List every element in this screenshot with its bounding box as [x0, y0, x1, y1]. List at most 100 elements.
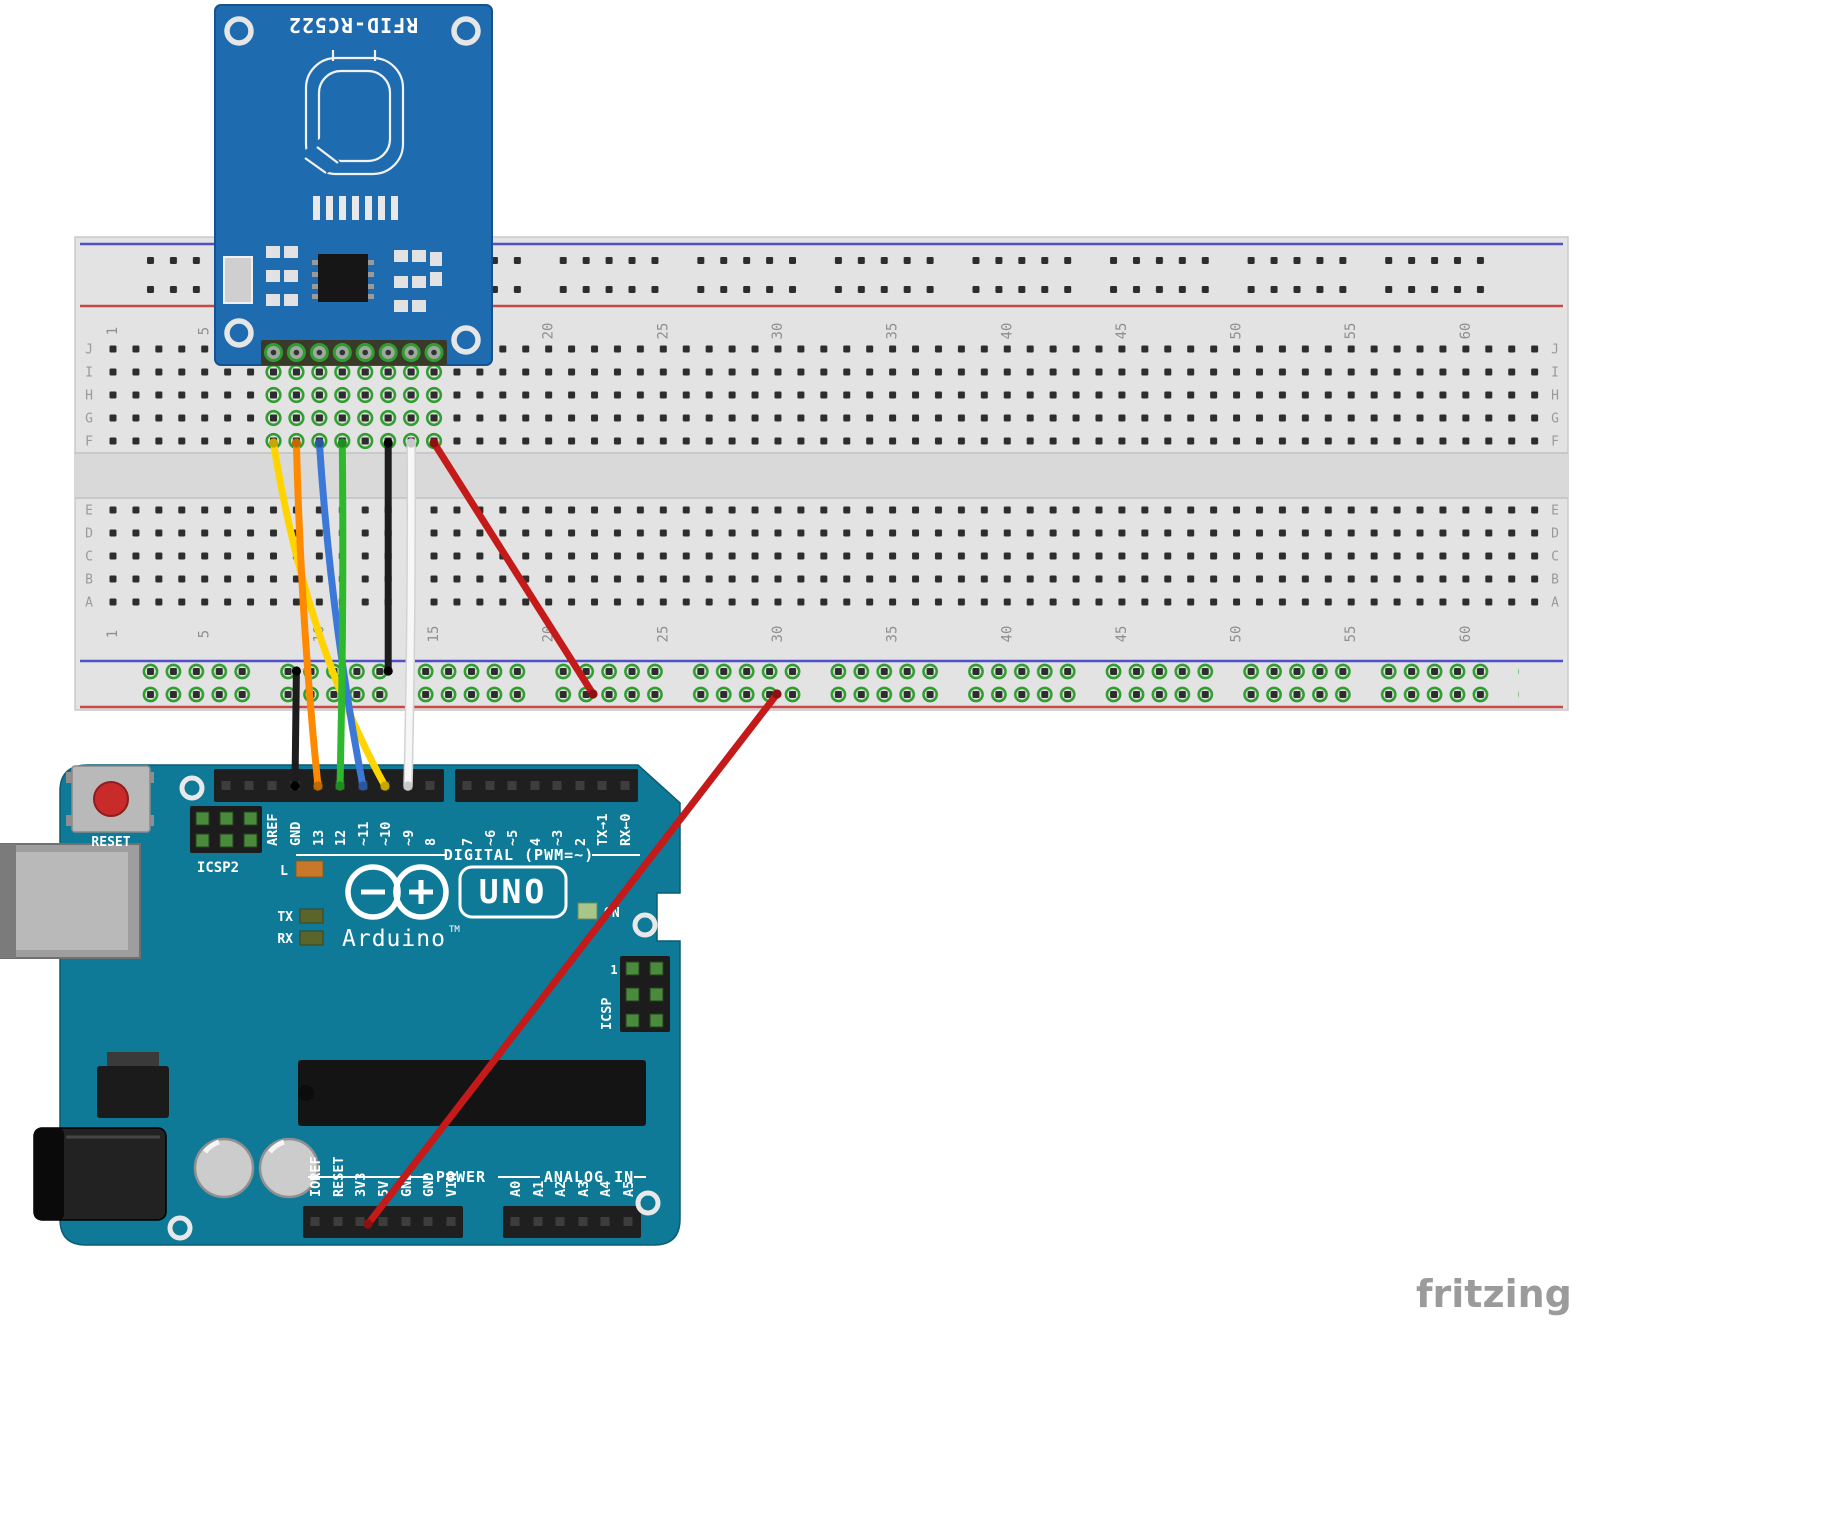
pin-label: 8 [423, 838, 439, 846]
led-l [295, 860, 324, 878]
column-label: 30 [770, 626, 786, 643]
column-label: 40 [999, 626, 1015, 643]
column-label: 1 [105, 327, 121, 335]
connector-footprint [313, 196, 398, 220]
digital-header-left[interactable] [214, 769, 444, 802]
voltage-regulator [97, 1052, 169, 1118]
antenna-coil-icon [291, 50, 405, 187]
reset-label: RESET [91, 835, 130, 850]
mounting-hole [224, 16, 254, 46]
rfid-rc522-module[interactable]: RFID-RC522 [214, 4, 493, 366]
column-label: 20 [541, 323, 557, 340]
digital-header-pin-holes [221, 781, 630, 790]
mounting-hole [224, 318, 254, 348]
row-label: C [85, 550, 93, 565]
analog-caption: ANALOG IN [544, 1168, 634, 1186]
arduino-brand-label: Arduino [342, 926, 446, 952]
digital-pin-labels: AREF GND 13 12 ~11 ~10 ~9 8 7 ~6 ~5 4 ~3… [265, 813, 634, 846]
wire-white[interactable] [404, 439, 415, 790]
wire-black-rail-to-gnd[interactable] [291, 667, 300, 790]
pin-label: AREF [265, 813, 281, 846]
icsp-pins [625, 961, 664, 1028]
column-label: 50 [1229, 626, 1245, 643]
row-label: B [85, 573, 93, 588]
led-rx-label: RX [277, 932, 293, 947]
led-on [577, 902, 598, 920]
led-tx [299, 908, 324, 924]
row-label: D [1551, 527, 1559, 542]
wire-blue[interactable] [315, 439, 367, 790]
atmega-chip-notch [298, 1085, 314, 1101]
mounting-hole [632, 912, 658, 938]
column-label: 5 [197, 327, 213, 335]
uno-badge [458, 865, 568, 919]
rfid-header-strip [261, 340, 447, 365]
row-label: H [1551, 389, 1559, 404]
column-label: 25 [655, 626, 671, 643]
mounting-hole [451, 16, 481, 46]
pin-label: A5 [621, 1181, 637, 1197]
mounting-hole [179, 775, 205, 801]
row-label: H [85, 389, 93, 404]
pin-label: A0 [508, 1181, 524, 1197]
led-l-label: L [280, 864, 288, 879]
pin-label: 12 [333, 830, 349, 846]
pin-label: A1 [531, 1181, 547, 1197]
smd-components [266, 246, 442, 312]
mounting-hole [635, 1190, 661, 1216]
column-label: 15 [426, 626, 442, 643]
wire-red-rail-to-3v3[interactable] [364, 690, 781, 1228]
column-label: 30 [770, 323, 786, 340]
icsp-pin1-label: 1 [610, 963, 617, 977]
crystal [223, 256, 253, 304]
wire-green[interactable] [336, 439, 347, 790]
mounting-hole [167, 1215, 193, 1241]
row-label: F [1551, 435, 1559, 450]
power-caption: POWER [436, 1168, 486, 1186]
column-label: 35 [885, 323, 901, 340]
digital-caption: DIGITAL (PWM=~) [444, 846, 594, 864]
pin-label: VIN [444, 1173, 460, 1197]
power-jack [33, 1127, 167, 1221]
row-letters-right: J I H G F E D C B A [1551, 343, 1559, 611]
pin-label: GND [421, 1173, 437, 1197]
pin-label: TX→1 [595, 813, 611, 846]
icsp-label: ICSP [599, 997, 615, 1030]
column-label: 55 [1343, 323, 1359, 340]
digital-header-right[interactable] [455, 769, 638, 802]
reset-button[interactable] [66, 765, 154, 833]
pin-label: A4 [598, 1181, 614, 1197]
wire-red-module-to-rail[interactable] [430, 439, 597, 698]
icsp2-pins [195, 811, 258, 848]
arduino-uno[interactable]: RESET AREF GND 13 12 ~11 ~10 ~9 8 7 ~6 [0, 764, 681, 1246]
analog-header[interactable] [503, 1206, 641, 1238]
arduino-tm-label: TM [449, 925, 460, 935]
fritzing-watermark: fritzing [1416, 1272, 1572, 1316]
led-rx [299, 930, 324, 946]
uno-model-label: UNO [479, 872, 548, 911]
column-label: 60 [1458, 626, 1474, 643]
reset-button-cap[interactable] [93, 781, 129, 817]
row-label: J [1551, 343, 1559, 358]
icsp2-label: ICSP2 [197, 860, 239, 876]
capacitor [193, 1137, 255, 1199]
column-label: 45 [1114, 323, 1130, 340]
grid-holes-bottom-block [101, 498, 1547, 614]
mounting-hole [451, 325, 481, 355]
column-label: 25 [655, 323, 671, 340]
row-label: A [85, 596, 93, 611]
row-label: E [85, 504, 93, 519]
usb-connector [0, 843, 141, 959]
pin-label: 7 [460, 838, 476, 846]
wire-yellow[interactable] [270, 439, 389, 790]
bottom-header-pin-holes [310, 1217, 633, 1226]
wire-orange[interactable] [292, 439, 322, 790]
wires [268, 438, 782, 1229]
rfid-header-pins [264, 343, 444, 362]
column-label: 45 [1114, 626, 1130, 643]
row-label: E [1551, 504, 1559, 519]
column-label: 40 [999, 323, 1015, 340]
row-label: I [85, 366, 93, 381]
column-label: 35 [885, 626, 901, 643]
